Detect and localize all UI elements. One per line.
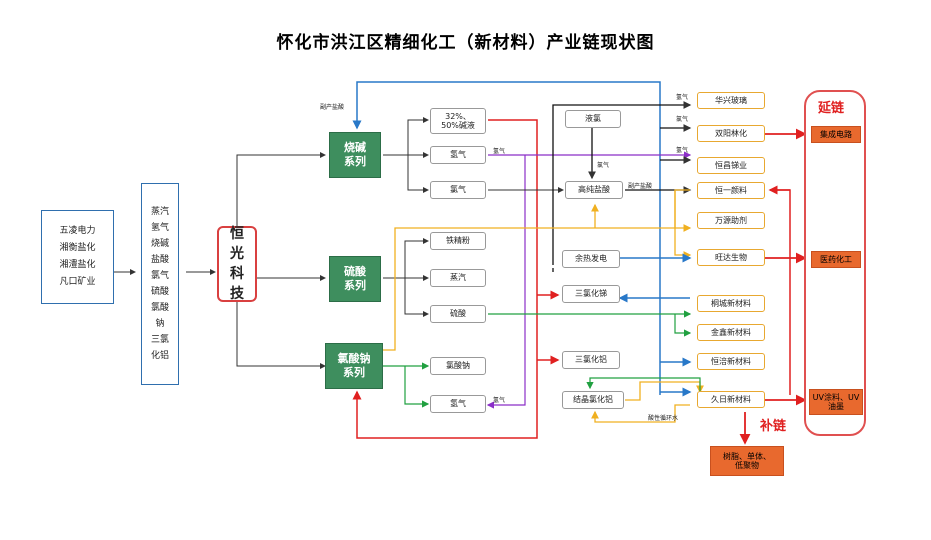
target-ic-box: 集成电路 [811,126,861,143]
company-char: 技 [230,286,244,302]
edge-label-hydrogen: 氢气 [676,94,689,101]
downstream-tongcheng-box: 桐城新材料 [697,295,765,312]
edge-label-hydrogen: 氢气 [676,147,689,154]
target-pharma-box: 医药化工 [811,251,861,268]
product-chlorine-box: 氯气 [430,181,486,199]
source-companies-box: 五凌电力 湘衡盐化 湘澧盐化 凡口矿业 [41,210,114,304]
downstream-hengfu-box: 恒涪新材料 [697,353,765,370]
edge-label-hydrogen: 氢气 [493,148,506,155]
source-item: 凡口矿业 [59,277,96,287]
product-sulfuric-acid-box: 硫酸 [430,305,486,323]
series-label: 系列 [344,155,366,168]
input-item: 钠 [155,319,165,329]
product-tin-chloride-box: 三氯化锑 [562,285,620,303]
downstream-hengchang-box: 恒昌锑业 [697,157,765,174]
supplement-target-line: 低聚物 [735,461,759,470]
downstream-wangda-box: 旺达生物 [697,249,765,266]
downstream-wanyuan-box: 万源助剂 [697,212,765,229]
product-hydrogen-2-box: 氢气 [430,395,486,413]
product-liquid-chlorine-box: 液氯 [565,110,621,128]
series-label: 烧碱 [344,141,366,154]
target-uv-box: UV涂料、UV油墨 [809,389,863,415]
downstream-hengyi-box: 恒一颜料 [697,182,765,199]
edge-label-by-hcl: 副产盐酸 [320,104,345,111]
series-label: 硫酸 [344,265,366,278]
product-al-chloride-box: 三氯化铝 [562,351,620,369]
product-label: 50%碱液 [441,121,475,130]
source-item: 湘衡盐化 [59,243,96,253]
product-sodium-chlorate-box: 氯酸钠 [430,357,486,375]
supplement-chain-label: 补链 [760,419,787,434]
input-item: 硫酸 [150,287,169,297]
product-waste-heat-box: 余热发电 [562,250,620,268]
input-item: 蒸汽 [150,207,169,217]
page-title: 怀化市洪江区精细化工（新材料）产业链现状图 [276,33,655,53]
input-item: 烧碱 [150,239,169,249]
edge-label-chlorine: 氯气 [597,162,610,169]
company-char: 恒 [230,226,244,242]
sulfuric-series-box: 硫酸 系列 [329,256,381,302]
company-char: 科 [230,266,244,282]
input-item: 盐酸 [150,255,169,265]
series-label: 氯酸钠 [337,352,371,365]
supplement-target-box: 树脂、单体、 低聚物 [710,446,784,476]
raw-materials-box: 蒸汽 氢气 烧碱 盐酸 氯气 硫酸 氯酸 钠 三氯 化铝 [141,183,179,385]
company-char: 光 [230,246,244,262]
edge-label-hydrogen: 氢气 [493,397,506,404]
edge-label-chlorine: 氯气 [676,116,689,123]
input-item: 氢气 [150,223,169,233]
input-item: 氯酸 [150,303,169,313]
input-item: 氯气 [150,271,169,281]
series-label: 系列 [343,366,365,379]
downstream-huaxing-box: 华兴玻璃 [697,92,765,109]
extend-chain-label: 延链 [818,101,845,116]
downstream-jinxin-box: 金鑫新材料 [697,324,765,341]
downstream-jiuri-box: 久日新材料 [697,391,765,408]
product-steam-box: 蒸汽 [430,269,486,287]
product-iron-box: 铁精粉 [430,232,486,250]
source-item: 五凌电力 [59,226,96,236]
supplement-target-line: 树脂、单体、 [723,451,771,461]
edge-label-by-hcl: 副产盐酸 [628,183,653,190]
chlorate-series-box: 氯酸钠 系列 [325,343,383,389]
product-lye-box: 32%、 50%碱液 [430,108,486,134]
source-item: 湘澧盐化 [59,260,96,270]
product-crystal-al-box: 结晶氯化铝 [562,391,624,409]
product-hydrogen-box: 氢气 [430,146,486,164]
input-item: 三氯 [150,335,169,345]
caustic-series-box: 烧碱 系列 [329,132,381,178]
company-hengguang-box: 恒 光 科 技 [217,226,257,302]
product-hp-hcl-box: 高纯盐酸 [565,181,623,199]
downstream-shuangyang-box: 双阳林化 [697,125,765,142]
input-item: 化铝 [150,351,169,361]
product-label: 32%、 [445,111,471,121]
edge-label-acid-water: 酸性循环水 [648,415,679,422]
series-label: 系列 [344,279,366,292]
